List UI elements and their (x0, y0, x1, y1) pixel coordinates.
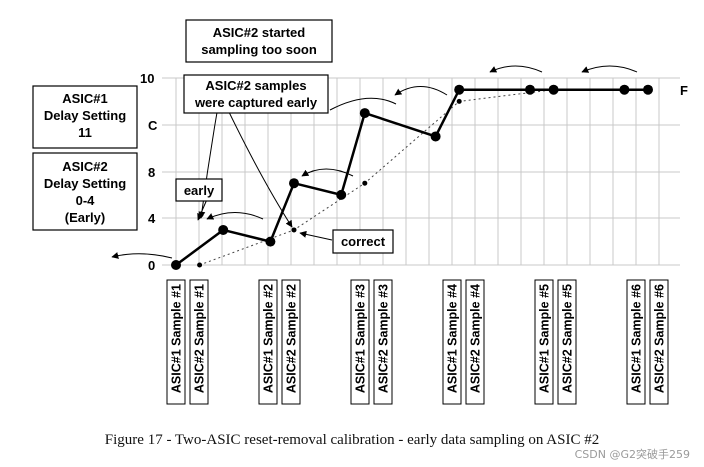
svg-text:ASIC#2 Sample #4: ASIC#2 Sample #4 (469, 284, 483, 393)
sample-label: ASIC#1 Sample #6 (626, 279, 646, 405)
asic2-box-line2: Delay Setting (44, 176, 126, 191)
dotted-point (291, 227, 297, 233)
callout-started-line1: ASIC#2 started (213, 25, 306, 40)
svg-text:ASIC#2 Sample #2: ASIC#2 Sample #2 (285, 284, 299, 393)
y-tick-8: 8 (148, 165, 155, 180)
svg-text:ASIC#2 Sample #3: ASIC#2 Sample #3 (377, 284, 391, 393)
asic2-box-line1: ASIC#2 (62, 159, 108, 174)
sample-point (430, 131, 441, 142)
sample-label: ASIC#1 Sample #1 (166, 279, 186, 405)
y-tick-10: 10 (140, 71, 154, 86)
sample-label: ASIC#1 Sample #3 (350, 279, 370, 405)
combined-sample-trace (175, 88, 648, 267)
asic2-box-line4: (Early) (65, 210, 105, 225)
sample-point (218, 224, 229, 235)
asic2-box-line3: 0-4 (76, 193, 96, 208)
sample-point (525, 84, 535, 95)
asic2-delay-box: ASIC#2 Delay Setting 0-4 (Early) (32, 152, 138, 231)
sample-label: ASIC#1 Sample #2 (258, 279, 278, 405)
callout-captured-early: ASIC#2 samples were captured early (183, 74, 329, 114)
sample-point (619, 84, 630, 95)
svg-text:ASIC#1 Sample #5: ASIC#1 Sample #5 (538, 284, 552, 393)
correct-label: correct (341, 234, 386, 249)
sample-labels: ASIC#1 Sample #1 ASIC#2 Sample #1 ASIC#1 S… (166, 279, 669, 405)
early-label: early (184, 183, 215, 198)
figure-diagram: 0 4 8 C 10 F ASIC#2 started sampling too… (32, 19, 688, 405)
svg-text:ASIC#1 Sample #2: ASIC#1 Sample #2 (262, 284, 276, 393)
asic1-box-line2: Delay Setting (44, 108, 126, 123)
dotted-point (197, 262, 203, 268)
svg-text:ASIC#2 Sample #1: ASIC#2 Sample #1 (193, 284, 207, 393)
callout-started-line2: sampling too soon (201, 42, 317, 57)
dotted-point (362, 180, 368, 186)
sample-point (336, 189, 347, 200)
svg-text:ASIC#1 Sample #4: ASIC#1 Sample #4 (446, 284, 460, 393)
callout-started-too-soon: ASIC#2 started sampling too soon (185, 19, 333, 63)
asic1-box-line3: 11 (78, 125, 92, 140)
sample-label: ASIC#2 Sample #2 (281, 279, 301, 405)
sample-label: ASIC#2 Sample #1 (189, 279, 209, 405)
sample-point (359, 108, 370, 119)
sample-point (265, 236, 276, 247)
asic1-box-line1: ASIC#1 (62, 91, 108, 106)
svg-text:ASIC#2 Sample #6: ASIC#2 Sample #6 (653, 284, 667, 393)
correct-label-box: correct (332, 229, 394, 254)
y-tick-0: 0 (148, 258, 155, 273)
svg-text:ASIC#2 Sample #5: ASIC#2 Sample #5 (561, 284, 575, 393)
combined-sample-points (171, 84, 653, 270)
watermark: CSDN @G2突破手259 (574, 448, 690, 461)
sample-label: ASIC#2 Sample #5 (557, 279, 577, 405)
svg-text:ASIC#1 Sample #6: ASIC#1 Sample #6 (630, 284, 644, 393)
sample-point (643, 84, 653, 95)
y-tick-4: 4 (148, 211, 156, 226)
y-tick-c: C (148, 118, 158, 133)
y-axis-ticks: 0 4 8 C 10 (140, 71, 158, 273)
early-label-box: early (175, 178, 223, 202)
svg-text:ASIC#1 Sample #3: ASIC#1 Sample #3 (354, 284, 368, 393)
sample-label: ASIC#2 Sample #4 (465, 279, 485, 405)
asic1-delay-box: ASIC#1 Delay Setting 11 (32, 85, 138, 149)
sample-label: ASIC#1 Sample #4 (442, 279, 462, 405)
callout-captured-line2: were captured early (194, 95, 318, 110)
sample-point (548, 84, 559, 95)
dotted-point (456, 98, 462, 104)
sample-label: ASIC#2 Sample #3 (373, 279, 393, 405)
sample-label: ASIC#2 Sample #6 (649, 279, 669, 405)
end-label-f: F (680, 83, 688, 98)
sample-label: ASIC#1 Sample #5 (534, 279, 554, 405)
callout-captured-line1: ASIC#2 samples (205, 78, 306, 93)
svg-text:ASIC#1 Sample #1: ASIC#1 Sample #1 (170, 284, 184, 393)
sample-point (289, 178, 299, 189)
sample-point (171, 260, 181, 270)
figure-caption: Figure 17 - Two-ASIC reset-removal calib… (104, 432, 600, 448)
sample-point (454, 84, 465, 95)
